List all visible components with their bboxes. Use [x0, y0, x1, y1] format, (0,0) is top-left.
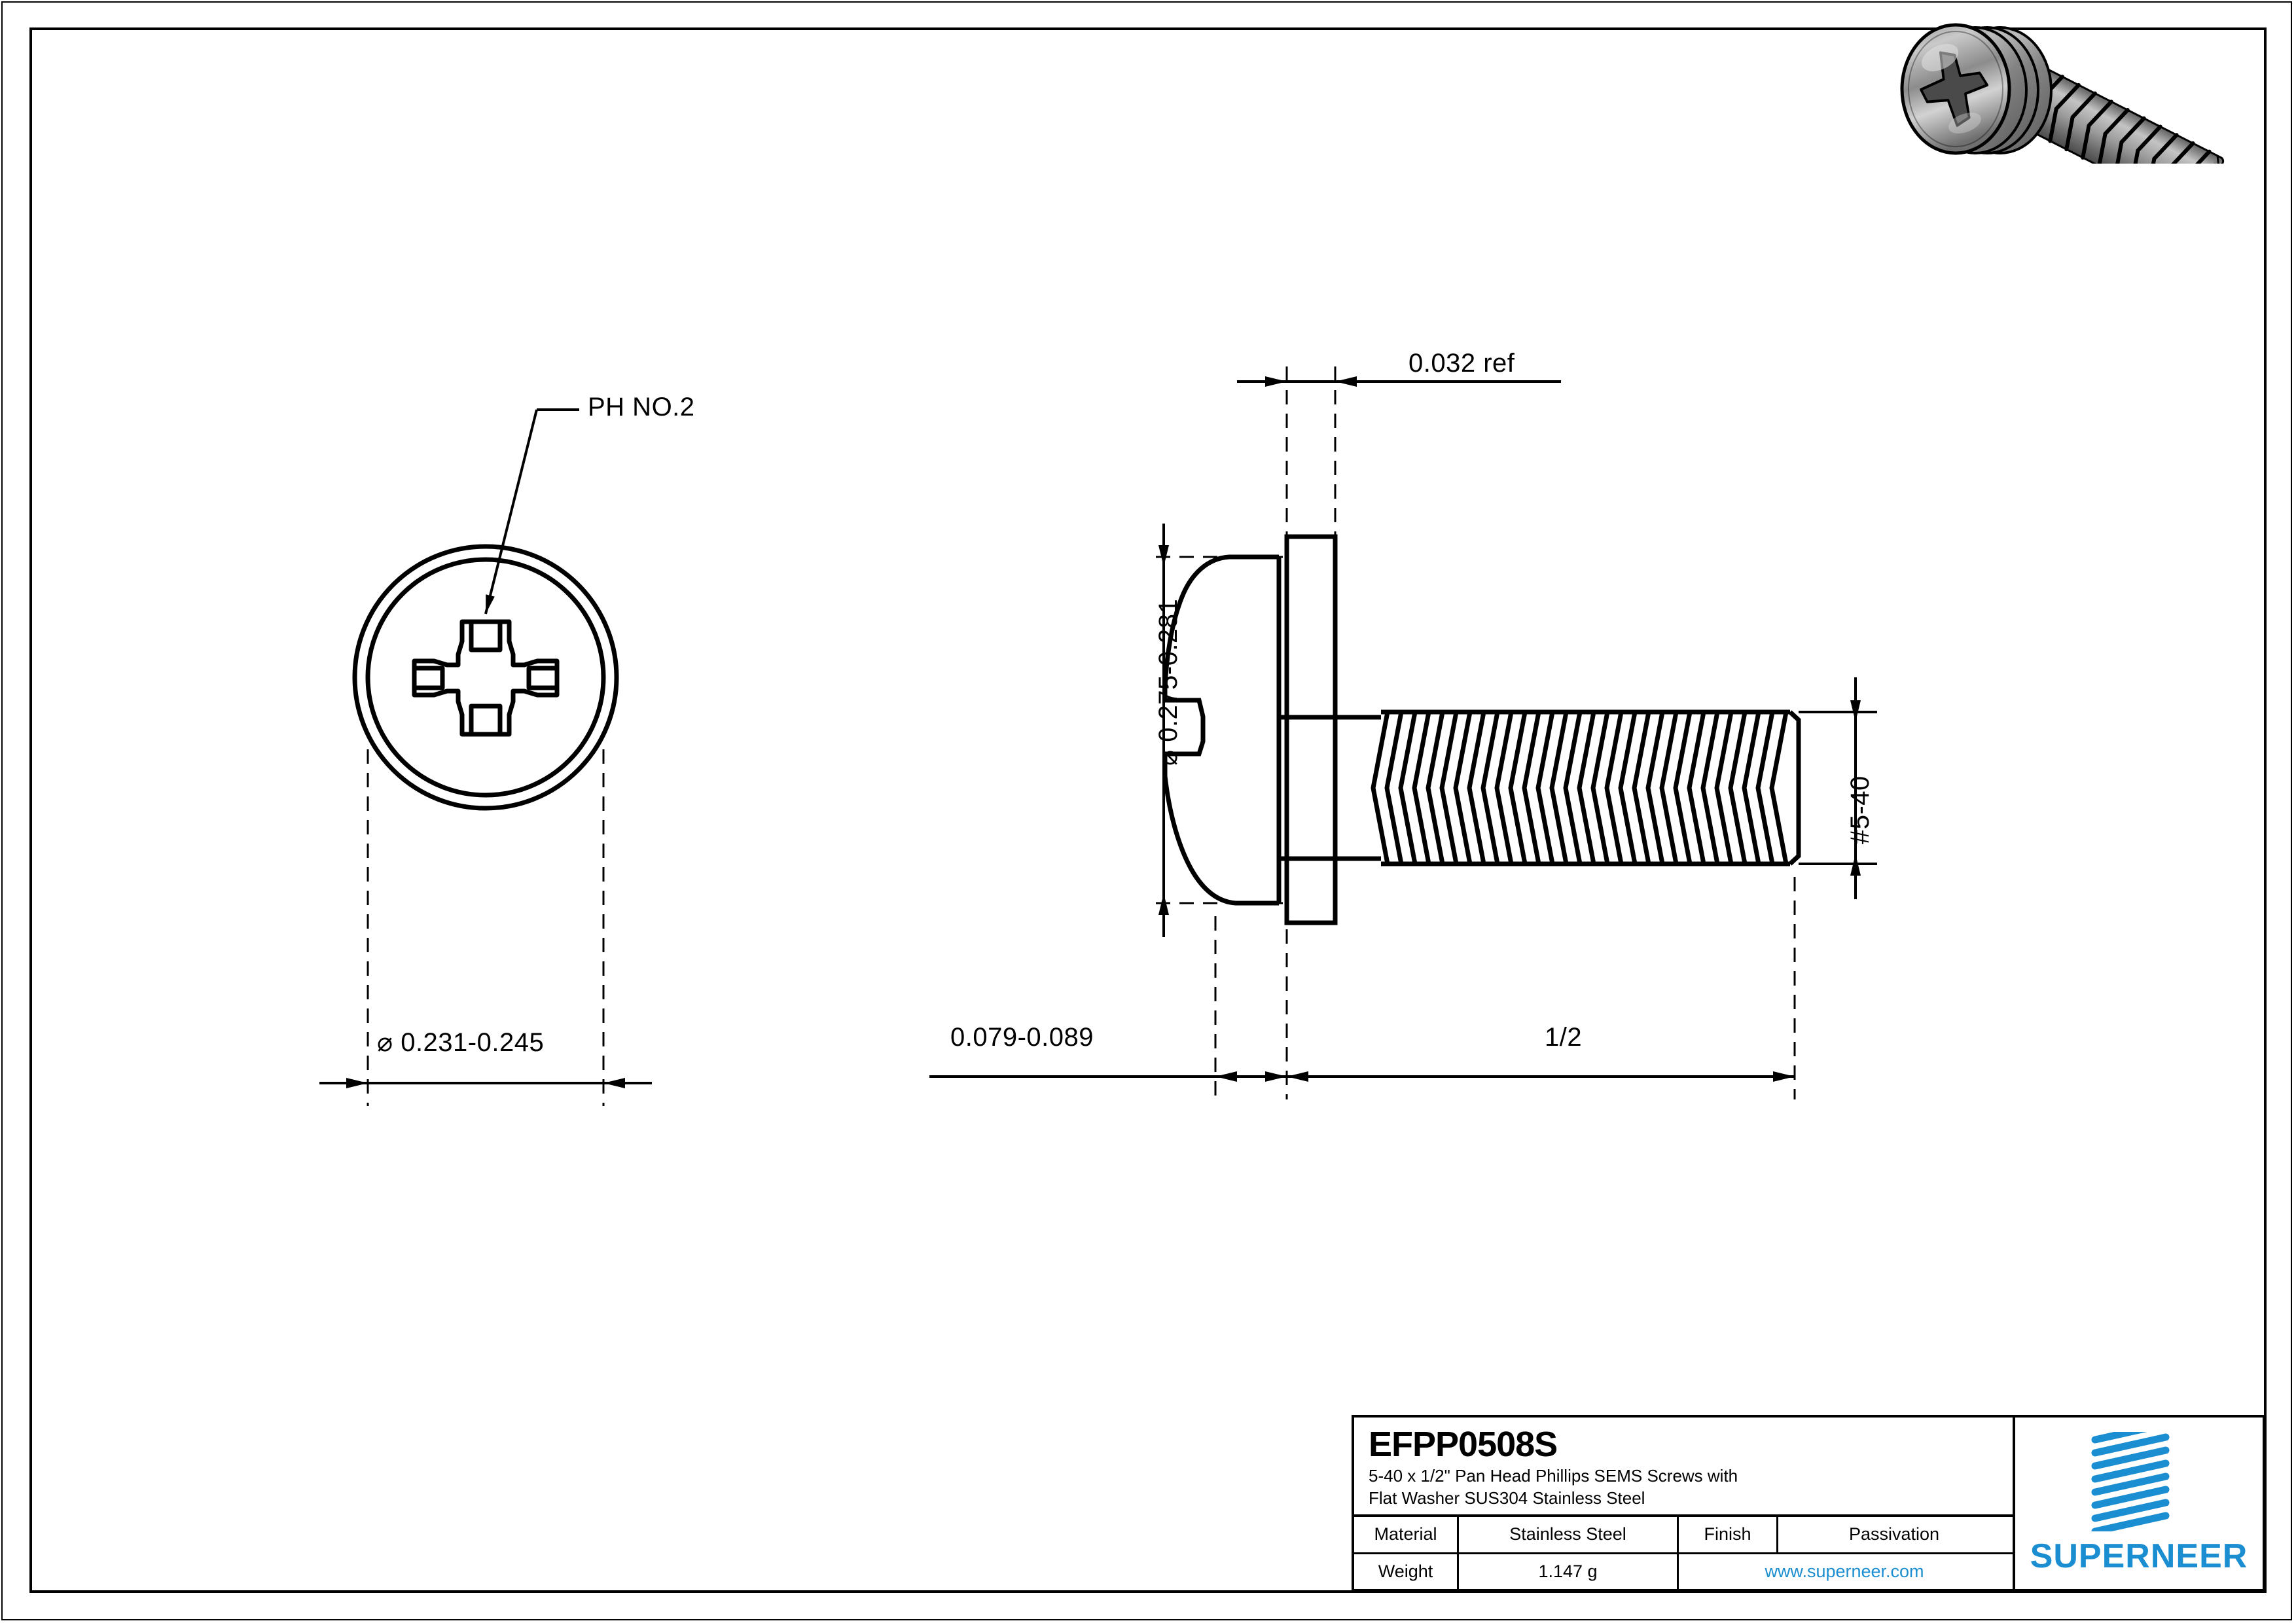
finish-label: Finish — [1679, 1517, 1778, 1552]
weight-label: Weight — [1354, 1554, 1459, 1589]
thread-size-label: #5-40 — [1846, 776, 1874, 844]
title-block-row-weight: Weight 1.147 g www.superneer.com — [1354, 1554, 2013, 1589]
material-value: Stainless Steel — [1459, 1517, 1679, 1552]
part-description-line-1: 5-40 x 1/2" Pan Head Phillips SEMS Screw… — [1369, 1466, 1738, 1486]
title-block-description: EFPP0508S 5-40 x 1/2" Pan Head Phillips … — [1354, 1418, 2013, 1517]
washer-diameter-label: ⌀ 0.275-0.281 — [1154, 598, 1183, 766]
part-number: EFPP0508S — [1369, 1425, 1558, 1464]
title-block-left: EFPP0508S 5-40 x 1/2" Pan Head Phillips … — [1354, 1418, 2015, 1589]
screw-3d-render — [1900, 23, 2225, 164]
website-link[interactable]: www.superneer.com — [1765, 1561, 1924, 1581]
material-label: Material — [1354, 1517, 1459, 1552]
superneer-logo-icon — [2091, 1432, 2170, 1531]
washer-thickness-label: 0.032 ref — [1408, 349, 1515, 378]
weight-value: 1.147 g — [1459, 1554, 1679, 1589]
ph-callout-label: PH NO.2 — [588, 393, 695, 421]
shank-length-label: 1/2 — [1545, 1023, 1583, 1052]
title-block-row-material: Material Stainless Steel Finish Passivat… — [1354, 1517, 2013, 1554]
drawing-frame-border — [29, 27, 2267, 1593]
head-height-label: 0.079-0.089 — [950, 1023, 1094, 1052]
brand-name: SUPERNEER — [2030, 1537, 2248, 1575]
head-diameter-label: ⌀ 0.231-0.245 — [377, 1028, 545, 1057]
title-block: EFPP0508S 5-40 x 1/2" Pan Head Phillips … — [1352, 1415, 2265, 1592]
brand-logo: SUPERNEER — [2015, 1418, 2263, 1589]
finish-value: Passivation — [1848, 1524, 1940, 1544]
part-description-line-2: Flat Washer SUS304 Stainless Steel — [1369, 1488, 1645, 1508]
